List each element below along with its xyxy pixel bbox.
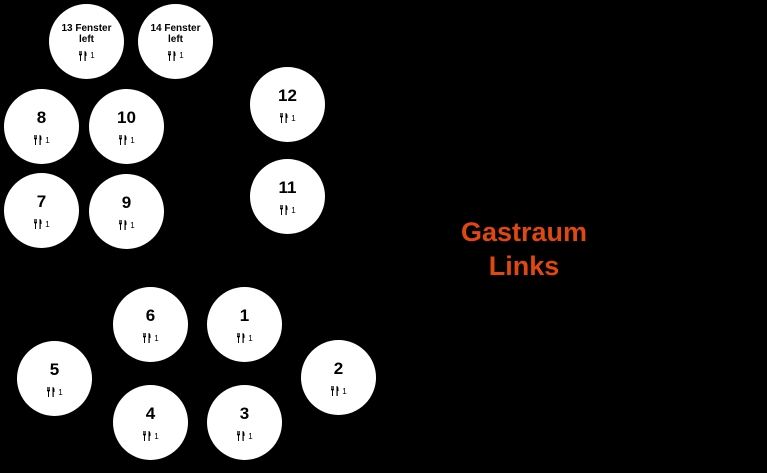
table-9[interactable]: 9 1 — [89, 174, 164, 249]
seat-info: 1 — [142, 333, 159, 344]
table-label: 2 — [333, 358, 344, 378]
seat-info: 1 — [33, 135, 50, 146]
seat-count: 1 — [90, 51, 95, 60]
room-label: Gastraum Links — [434, 215, 614, 283]
seat-info: 1 — [118, 220, 135, 231]
table-10[interactable]: 10 1 — [89, 89, 164, 164]
table-7[interactable]: 7 1 — [4, 173, 79, 248]
seat-count: 1 — [248, 333, 253, 343]
table-label: 10 — [117, 107, 136, 127]
table-3[interactable]: 3 1 — [207, 385, 282, 460]
seat-count: 1 — [45, 135, 50, 145]
seat-count: 1 — [130, 220, 135, 230]
seat-count: 1 — [248, 431, 253, 441]
seat-info: 1 — [236, 431, 253, 442]
table-8[interactable]: 8 1 — [4, 89, 79, 164]
seat-info: 1 — [78, 50, 95, 61]
table-label: 11 — [278, 177, 297, 197]
cutlery-icon — [47, 387, 55, 398]
seat-count: 1 — [154, 431, 159, 441]
seat-count: 1 — [342, 386, 347, 396]
cutlery-icon — [119, 135, 127, 146]
table-label: 3 — [239, 403, 250, 423]
cutlery-icon — [34, 219, 42, 230]
table-1[interactable]: 1 1 — [207, 287, 282, 362]
seat-info: 1 — [236, 333, 253, 344]
seat-count: 1 — [58, 387, 63, 397]
seat-count: 1 — [291, 113, 296, 123]
table-11[interactable]: 11 1 — [250, 159, 325, 234]
cutlery-icon — [168, 50, 176, 61]
table-14-fenster-left[interactable]: 14 Fenster left 1 — [138, 4, 213, 79]
table-6[interactable]: 6 1 — [113, 287, 188, 362]
seat-count: 1 — [154, 333, 159, 343]
cutlery-icon — [79, 50, 87, 61]
table-label: 5 — [49, 359, 60, 379]
seat-info: 1 — [330, 386, 347, 397]
cutlery-icon — [119, 220, 127, 231]
table-label: 13 Fenster left — [61, 22, 112, 46]
cutlery-icon — [34, 135, 42, 146]
seat-info: 1 — [279, 113, 296, 124]
seat-info: 1 — [33, 219, 50, 230]
seat-info: 1 — [142, 431, 159, 442]
table-label: 6 — [145, 305, 156, 325]
table-label: 8 — [36, 107, 47, 127]
table-label: 4 — [145, 403, 156, 423]
table-label: 12 — [278, 85, 297, 105]
table-label: 9 — [121, 192, 132, 212]
seat-info: 1 — [46, 387, 63, 398]
cutlery-icon — [143, 431, 151, 442]
room-name-line2: Links — [488, 251, 560, 281]
seat-info: 1 — [118, 135, 135, 146]
table-4[interactable]: 4 1 — [113, 385, 188, 460]
cutlery-icon — [331, 386, 339, 397]
table-label: 1 — [239, 305, 250, 325]
table-13-fenster-left[interactable]: 13 Fenster left 1 — [49, 4, 124, 79]
seat-count: 1 — [130, 135, 135, 145]
table-label: 14 Fenster left — [150, 22, 201, 46]
cutlery-icon — [237, 333, 245, 344]
cutlery-icon — [143, 333, 151, 344]
room-name-line1: Gastraum — [460, 217, 588, 247]
cutlery-icon — [237, 431, 245, 442]
seat-count: 1 — [291, 205, 296, 215]
seat-count: 1 — [179, 51, 184, 60]
table-label: 7 — [36, 191, 47, 211]
table-5[interactable]: 5 1 — [17, 341, 92, 416]
seat-info: 1 — [279, 205, 296, 216]
seat-info: 1 — [167, 50, 184, 61]
cutlery-icon — [280, 113, 288, 124]
cutlery-icon — [280, 205, 288, 216]
table-2[interactable]: 2 1 — [301, 340, 376, 415]
table-12[interactable]: 12 1 — [250, 67, 325, 142]
seat-count: 1 — [45, 219, 50, 229]
